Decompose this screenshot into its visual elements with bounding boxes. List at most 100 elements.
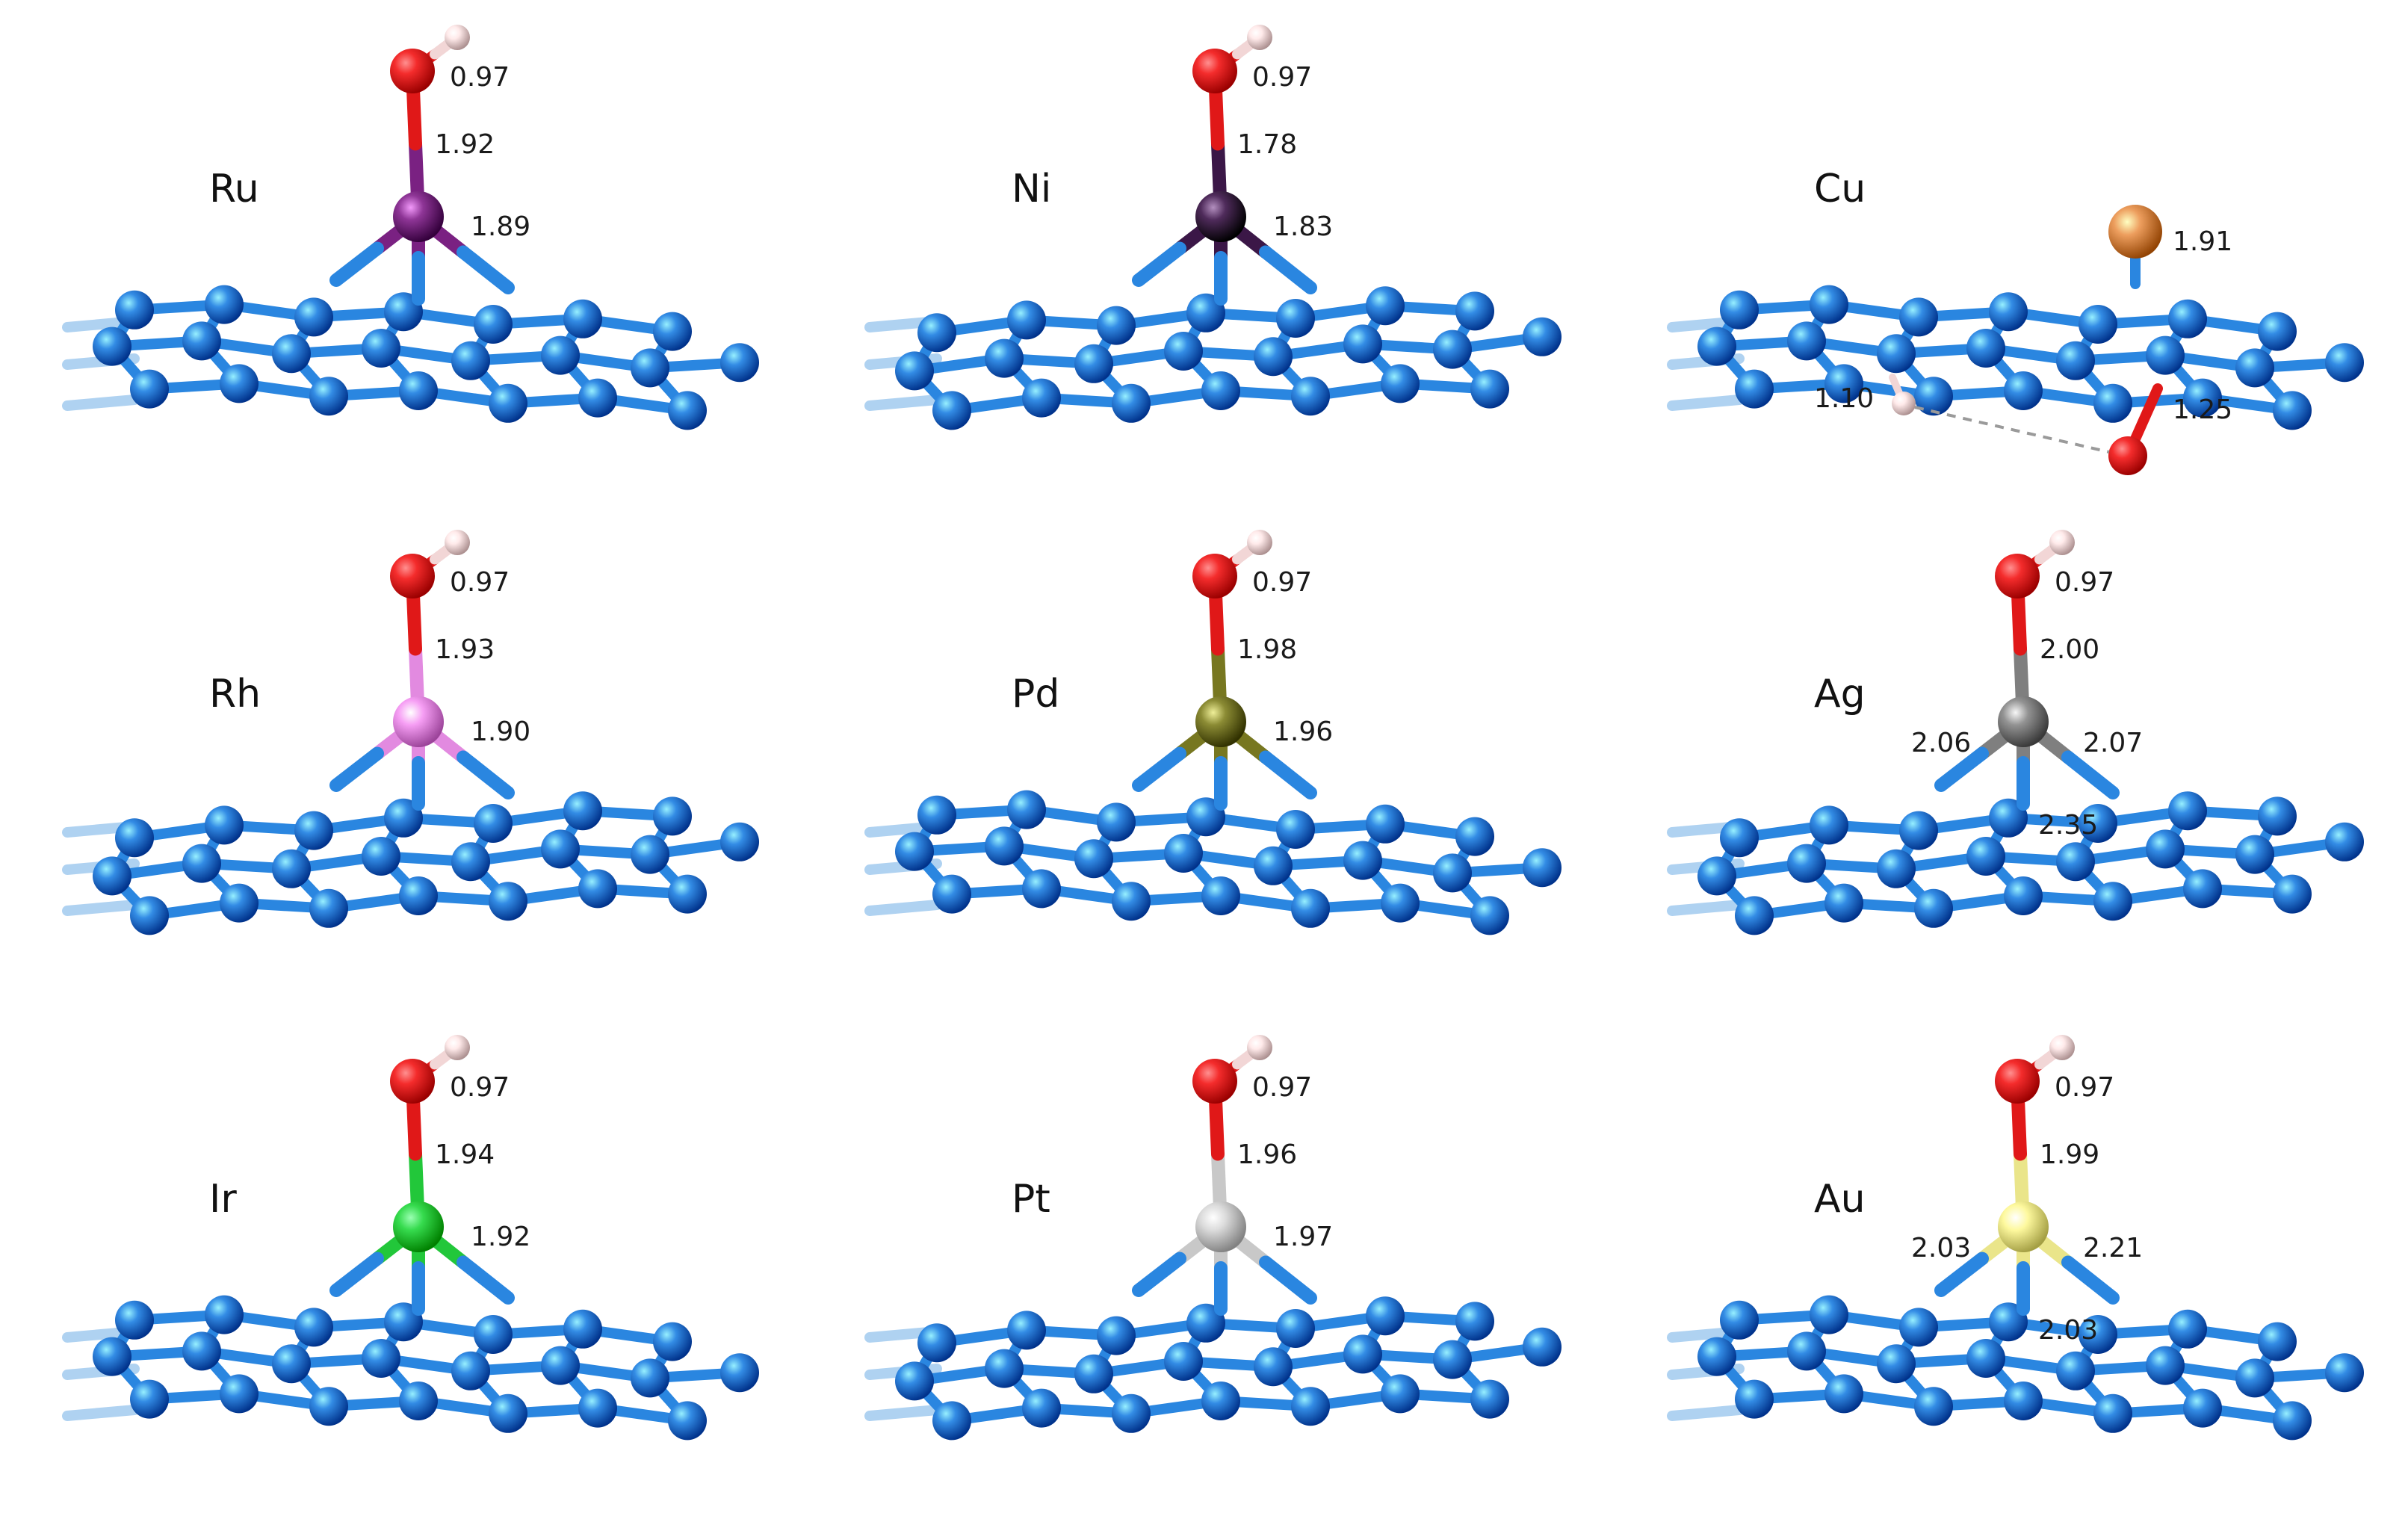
bond: [2061, 1255, 2120, 1305]
carbon-atom: [1381, 364, 1420, 403]
carbon-atom: [917, 795, 956, 835]
carbon-atom: [2146, 829, 2185, 869]
carbon-atom: [631, 835, 669, 874]
carbon-atom: [1074, 344, 1113, 383]
carbon-atom: [2235, 835, 2274, 874]
carbon-atom: [541, 1346, 580, 1385]
carbon-atom: [1186, 1303, 1225, 1343]
metal-atom: [1195, 191, 1246, 242]
carbon-atom: [2056, 341, 2095, 380]
carbon-atom: [1787, 321, 1826, 361]
bond-length-label: 1.98: [1237, 634, 1297, 665]
bond-length-label: 1.97: [1273, 1222, 1333, 1252]
carbon-atom: [668, 874, 707, 914]
carbon-atom: [1112, 1393, 1151, 1433]
carbon-atom: [451, 842, 490, 882]
oxygen-atom: [390, 554, 435, 598]
carbon-atom: [1186, 293, 1225, 332]
bond-length-label: 1.89: [471, 211, 530, 242]
carbon-atom: [2079, 804, 2117, 843]
bond-length-label: 1.25: [2173, 395, 2232, 425]
carbon-atom: [2004, 1382, 2043, 1420]
metal-label: Ru: [209, 167, 259, 211]
carbon-atom: [1022, 869, 1061, 909]
bond-length-label: 0.97: [450, 62, 510, 93]
carbon-atom: [2325, 343, 2364, 383]
carbon-atom: [917, 313, 956, 353]
metal-atom: [393, 191, 444, 242]
carbon-atom: [294, 1308, 333, 1347]
metal-label: Pd: [1012, 672, 1059, 717]
carbon-atom: [474, 804, 513, 843]
bond: [1132, 746, 1186, 792]
carbon-atom: [399, 876, 438, 915]
carbon-atom: [1112, 383, 1151, 423]
sheet-edge-bond: [1667, 1405, 1745, 1421]
bond-length-label: 1.83: [1273, 211, 1333, 242]
carbon-atom: [1366, 286, 1405, 326]
carbon-atom: [1254, 846, 1293, 885]
carbon-atom: [1254, 1347, 1293, 1387]
carbon-atom: [1824, 1374, 1863, 1414]
metal-atom: [393, 1201, 444, 1252]
bond-length-label: 2.03: [2038, 1315, 2098, 1346]
hydrogen-atom: [1247, 25, 1272, 50]
bond-length-label: 1.96: [1273, 717, 1333, 747]
carbon-atom: [932, 874, 971, 914]
bond-length-label: 2.07: [2083, 728, 2143, 758]
carbon-atom: [1824, 364, 1863, 403]
carbon-atom: [2168, 299, 2207, 338]
carbon-atom: [1877, 1344, 1916, 1384]
bond-length-label: 0.97: [450, 567, 510, 598]
carbon-atom: [985, 338, 1024, 378]
carbon-atom: [1720, 290, 1759, 330]
carbon-atom: [130, 369, 169, 409]
metal-atom: [1195, 1201, 1246, 1252]
carbon-atom: [653, 796, 692, 836]
carbon-atom: [2168, 791, 2207, 831]
carbon-atom: [93, 327, 131, 366]
carbon-atom: [309, 377, 348, 416]
bond: [1132, 1252, 1186, 1297]
carbon-atom: [668, 391, 707, 430]
oxygen-atom: [1192, 49, 1237, 93]
carbon-atom: [1433, 330, 1472, 369]
bond: [1934, 746, 1989, 792]
bond-length-label: 1.96: [1237, 1139, 1297, 1170]
carbon-atom: [2325, 822, 2364, 861]
carbon-atom: [2235, 1358, 2274, 1398]
carbon-atom: [362, 329, 400, 368]
sheet-edge-bond: [1667, 900, 1745, 916]
carbon-atom: [1810, 285, 1848, 324]
carbon-atom: [1097, 1316, 1136, 1355]
carbon-atom: [1007, 1311, 1046, 1350]
carbon-atom: [563, 791, 602, 831]
carbon-atom: [2183, 378, 2222, 418]
carbon-atom: [1343, 841, 1382, 880]
bond-length-label: 1.78: [1237, 129, 1297, 160]
carbon-atom: [2183, 869, 2222, 909]
carbon-atom: [1899, 811, 1938, 850]
carbon-atom: [1291, 888, 1330, 928]
carbon-atom: [2056, 1351, 2095, 1390]
carbon-atom: [720, 1353, 759, 1393]
bond: [1934, 1252, 1989, 1297]
carbon-atom: [1097, 306, 1136, 345]
carbon-atom: [985, 1349, 1024, 1388]
metal-atom: [1998, 1201, 2049, 1252]
carbon-atom: [115, 818, 154, 858]
bond-length-label: 0.97: [1252, 1072, 1312, 1103]
carbon-atom: [474, 1315, 513, 1354]
carbon-atom: [1433, 1340, 1472, 1379]
carbon-atom: [1810, 1295, 1848, 1334]
carbon-atom: [115, 290, 154, 330]
